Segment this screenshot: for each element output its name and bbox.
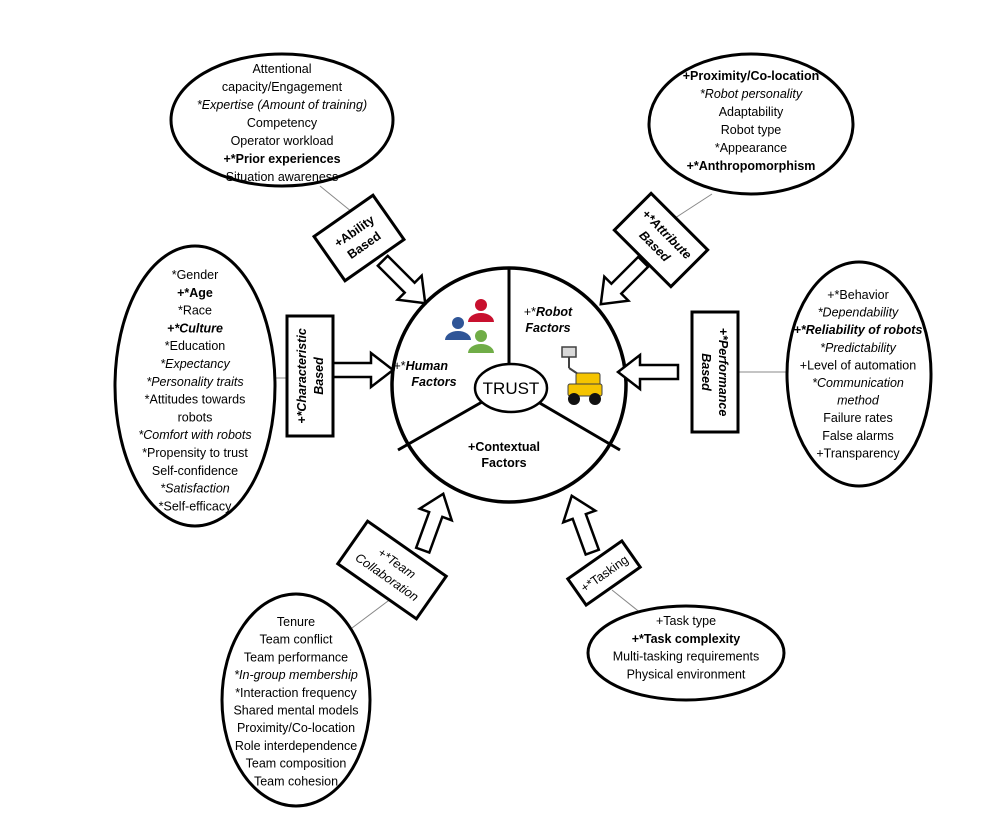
characteristic-based-box: +*Characteristic Based	[285, 314, 335, 438]
factor-item: +*Behavior	[827, 288, 889, 302]
factor-item: *In-group membership	[234, 668, 358, 682]
factor-item: +*Prior experiences	[223, 152, 340, 166]
factor-item: robots	[178, 410, 213, 424]
attribute-connector	[671, 193, 713, 221]
tasking-arrow	[554, 488, 610, 560]
performance-factor-list: +*Behavior *Dependability +*Reliability of…	[794, 288, 923, 460]
factor-item: +*Age	[177, 286, 213, 300]
factor-item: Situation awareness	[226, 170, 339, 184]
factor-item: *Expectancy	[160, 357, 230, 371]
factor-item: Attentional	[252, 62, 311, 76]
factor-item: +*Reliability of robots	[794, 323, 923, 337]
factor-item: *Dependability	[818, 306, 899, 320]
factor-item: Multi-tasking requirements	[613, 650, 760, 664]
people-icon	[445, 299, 494, 353]
factor-item: False alarms	[822, 429, 894, 443]
tasking-ellipse	[586, 604, 786, 702]
factor-item: *Comfort with robots	[138, 428, 251, 442]
factor-item: +*Task complexity	[632, 632, 741, 646]
attribute-factor-list: +Proximity/Co-location *Robot personality…	[683, 69, 819, 173]
human-factors-label: +*Human	[393, 359, 448, 373]
trust-ellipse	[473, 362, 549, 414]
tasking-connector	[611, 589, 643, 615]
factor-item: Team conflict	[260, 633, 333, 647]
svg-text:Based: Based	[312, 357, 326, 395]
factor-item: *Expertise (Amount of training)	[197, 98, 367, 112]
characteristic-arrow	[331, 351, 395, 389]
factor-item: Adaptability	[719, 105, 784, 119]
attribute-ellipse	[647, 52, 855, 196]
tasking-box: +*Tasking	[565, 538, 643, 608]
factor-item: Team performance	[244, 650, 348, 664]
svg-text:+*Performance: +*Performance	[716, 328, 730, 417]
team-connector	[351, 597, 393, 629]
factor-item: *Predictability	[820, 341, 896, 355]
factor-item: Team composition	[246, 757, 347, 771]
ability-ellipse	[169, 52, 395, 188]
factor-item: *Personality traits	[146, 375, 243, 389]
divider-left	[397, 400, 483, 452]
factor-item: Self-confidence	[152, 464, 238, 478]
team-arrow	[405, 486, 461, 558]
ability-connector	[319, 185, 353, 213]
team-ellipse	[220, 592, 372, 808]
factor-item: *Appearance	[715, 141, 787, 155]
robot-factors-label: +*Robot	[524, 305, 573, 319]
factor-item: Proximity/Co-location	[237, 721, 355, 735]
characteristic-ellipse	[113, 244, 277, 528]
tasking-factor-list: +Task type +*Task complexityMulti-tasking…	[613, 614, 760, 681]
characteristic-factor-list: *Gender +*Age *Race +*Culture *Education *Exp…	[138, 268, 251, 513]
factor-item: *Propensity to trust	[142, 446, 248, 460]
factor-item: +Transparency	[816, 446, 900, 460]
factor-item: +Proximity/Co-location	[683, 69, 819, 83]
attribute-based-box: +*Attribute Based	[612, 191, 710, 289]
contextual-factors-label-line2: Factors	[481, 456, 526, 470]
factor-item: *Communication	[812, 376, 904, 390]
factor-item: *Robot personality	[700, 87, 803, 101]
factor-item: Team cohesion	[254, 774, 338, 788]
factor-item: +*Culture	[167, 321, 223, 335]
ability-factor-list: Attentional capacity/Engagement *Expertise…	[197, 62, 367, 184]
svg-text:Based: Based	[699, 353, 713, 391]
factor-item: +Task type	[656, 614, 716, 628]
factor-item: Operator workload	[231, 134, 334, 148]
factor-item: *Self-efficacy	[159, 499, 232, 513]
factor-item: Competency	[247, 116, 318, 130]
factor-item: Robot type	[721, 123, 782, 137]
factor-item: *Interaction frequency	[235, 686, 357, 700]
factor-item: *Attitudes towards	[145, 393, 246, 407]
divider-right	[537, 400, 621, 452]
factor-item: *Gender	[172, 268, 219, 282]
factor-item: capacity/Engagement	[222, 80, 343, 94]
robot-icon	[561, 346, 603, 405]
performance-ellipse	[785, 260, 933, 488]
factor-item: Tenure	[277, 615, 315, 629]
factor-item: method	[837, 394, 880, 408]
human-factors-label-line2: Factors	[411, 375, 456, 389]
factor-item: Shared mental models	[233, 704, 358, 718]
factor-item: Physical environment	[627, 667, 746, 681]
factor-item: *Education	[165, 339, 226, 353]
performance-based-box: +*Performance Based	[690, 310, 740, 434]
contextual-factors-label: +Contextual	[468, 440, 540, 454]
factor-item: +Level of automation	[800, 358, 916, 372]
factor-item: *Satisfaction	[160, 482, 230, 496]
trust-label: TRUST	[483, 379, 540, 398]
robot-factors-label-line2: Factors	[525, 321, 570, 335]
factor-item: Failure rates	[823, 411, 892, 425]
factor-item: +*Anthropomorphism	[687, 159, 816, 173]
factor-item: *Race	[178, 304, 212, 318]
factor-item: Role interdependence	[235, 739, 357, 753]
ability-based-box: +Ability Based	[311, 193, 407, 283]
svg-text:+*Characteristic: +*Characteristic	[295, 328, 309, 424]
